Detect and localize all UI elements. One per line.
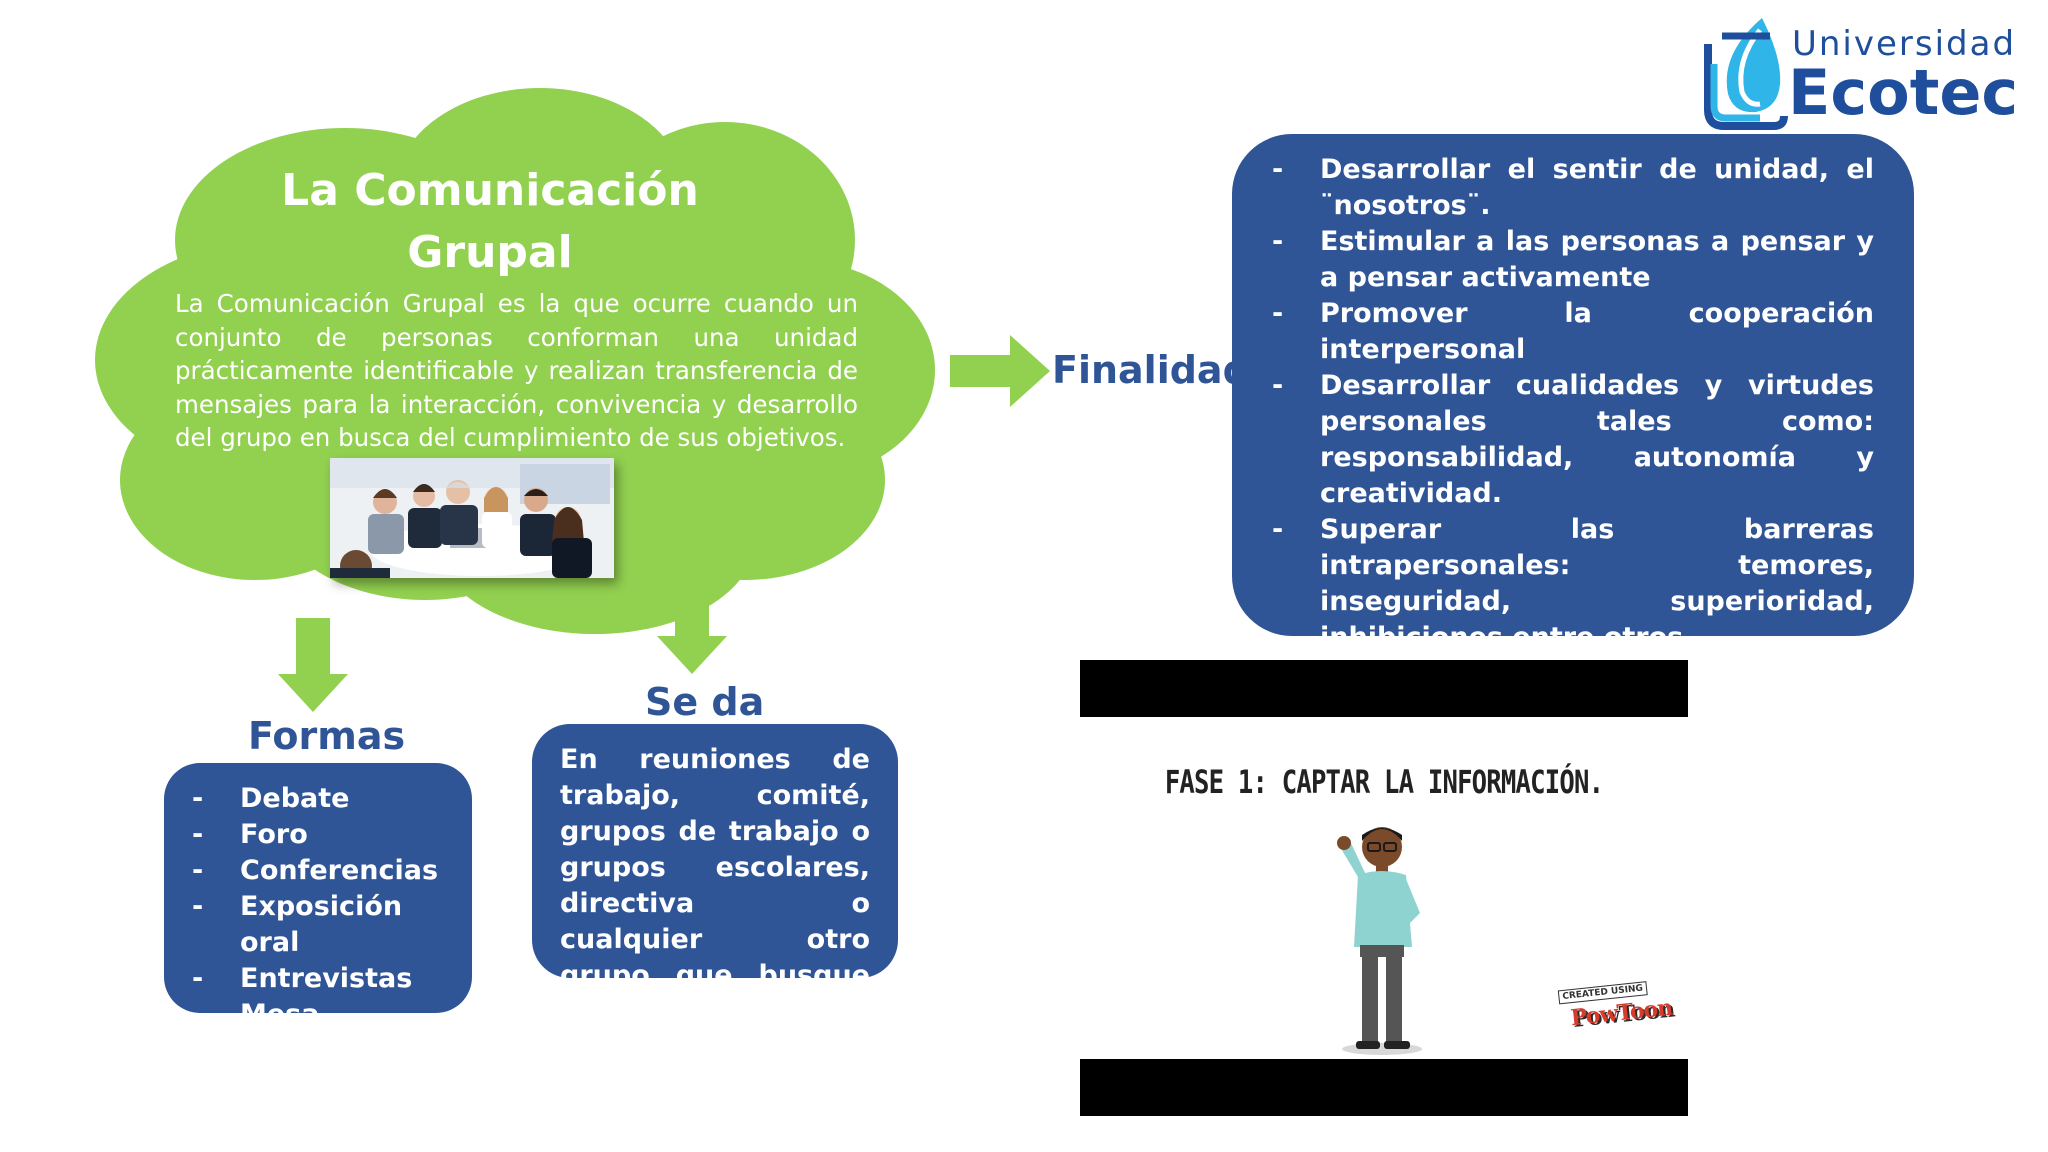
arrow-down-icon [657, 582, 727, 674]
list-item: -Estimular a las personas a pensar y a p… [1272, 226, 1874, 293]
logo-emblem-icon [1704, 18, 1788, 130]
finalidad-box: -Desarrollar el sentir de unidad, el ¨no… [1232, 134, 1914, 725]
video-frame[interactable]: FASE 1: CAPTAR LA INFORMACIÓN. CREATED U… [1080, 660, 1688, 1116]
logo-text-ecotec: Ecotec [1788, 56, 2019, 129]
formas-list: -Debate -Foro -Conferencias -Exposición … [192, 781, 462, 1069]
cloud-title: La Comunicación Grupal [281, 165, 699, 278]
formas-label: Formas [248, 714, 406, 758]
cloud-description: La Comunicación Grupal es la que ocurre … [175, 289, 858, 452]
university-logo: Universidad Ecotec [1700, 14, 2040, 130]
list-item: -Exposición oral [192, 891, 403, 958]
formas-box: -Debate -Foro -Conferencias -Exposición … [164, 763, 472, 1066]
powtoon-badge: CREATED USING PowToon [1554, 979, 1673, 1038]
list-item: -Conferencias [192, 855, 439, 886]
finalidad-label: Finalidad [1052, 348, 1250, 392]
seda-label: Se da [645, 680, 765, 724]
list-item: -Mesa Redonda [192, 999, 374, 1066]
list-item: -Foro [192, 819, 308, 850]
finalidad-list: -Desarrollar el sentir de unidad, el ¨no… [1272, 152, 1874, 728]
list-item: -Desarrollar cualidades y virtudes perso… [1272, 370, 1874, 509]
seda-text: En reuniones de trabajo, comité, grupos … [560, 744, 870, 1027]
cartoon-character-icon [1337, 827, 1422, 1055]
list-item: -Promover la cooperación interpersonal [1272, 298, 1874, 365]
list-item: -Desarrollar el sentir de unidad, el ¨no… [1272, 154, 1874, 221]
list-item: -Debate [192, 783, 350, 814]
video-content: FASE 1: CAPTAR LA INFORMACIÓN. CREATED U… [1080, 717, 1688, 1059]
list-item: -Superar las barreras intrapersonales: t… [1272, 514, 1874, 653]
arrow-right-icon [950, 335, 1050, 407]
seda-box: En reuniones de trabajo, comité, grupos … [532, 724, 898, 1027]
arrow-down-icon [278, 618, 348, 712]
logo-text-universidad: Universidad [1792, 24, 2017, 64]
group-meeting-photo [330, 458, 614, 578]
list-item: -Entrevistas [192, 963, 413, 994]
green-cloud-shape [95, 88, 935, 634]
video-caption: FASE 1: CAPTAR LA INFORMACIÓN. [1164, 763, 1604, 801]
